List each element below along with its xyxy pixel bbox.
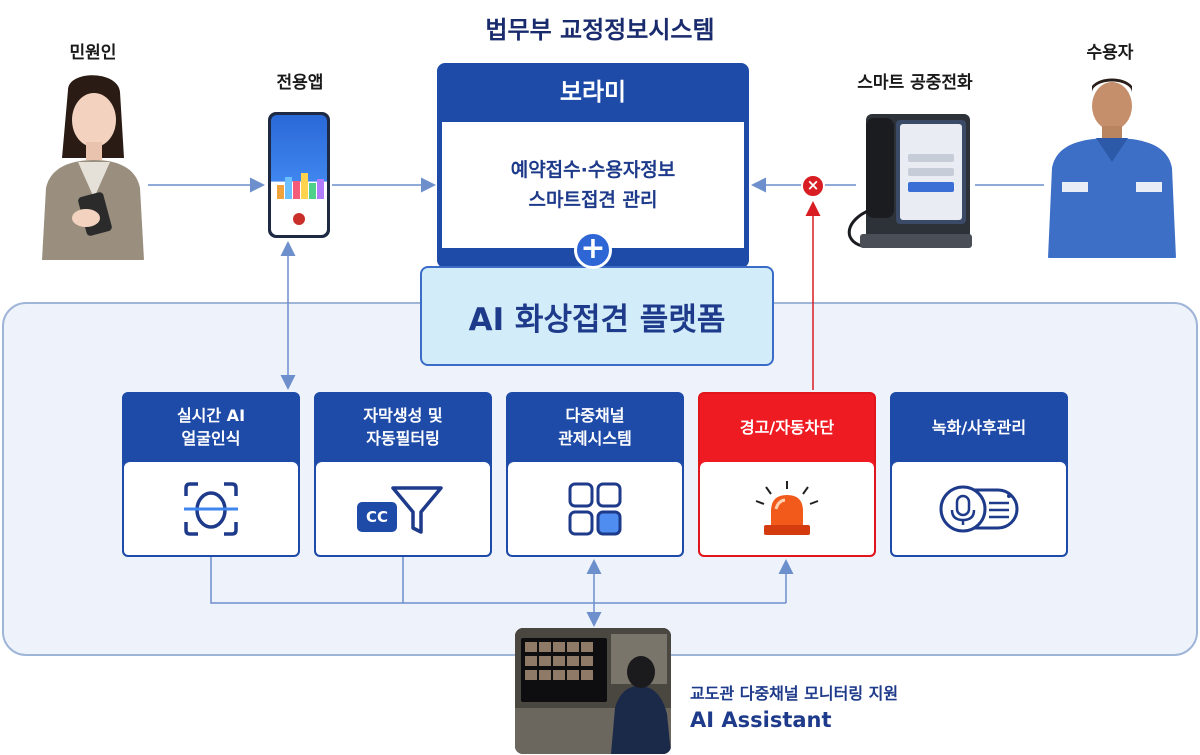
app-phone-icon: [268, 112, 330, 238]
page-title: 법무부 교정정보시스템: [485, 16, 715, 44]
module-label: 경고/자동차단: [739, 417, 835, 437]
inmate-person-icon: [1044, 72, 1180, 258]
smart-phone-label: 스마트 공중전화: [857, 73, 973, 93]
alarm-siren-icon: [755, 480, 819, 535]
module-multichannel: 다중채널 관제시스템: [506, 392, 684, 557]
officer-monitoring-photo: [515, 628, 671, 754]
module-label: 녹화/사후관리: [931, 417, 1027, 437]
assistant-caption: 교도관 다중채널 모니터링 지원: [690, 684, 899, 703]
app-label: 전용앱: [276, 73, 324, 93]
filter-funnel-icon: [391, 485, 443, 534]
borami-line2: 스마트접견 관리: [528, 189, 658, 211]
ai-platform-box: AI 화상접견 플랫폼: [420, 266, 774, 366]
blocked-icon: ×: [801, 174, 825, 198]
borami-body: 예약접수·수용자정보 스마트접견 관리: [442, 122, 744, 248]
cc-badge: CC: [357, 501, 397, 532]
plus-icon: +: [574, 231, 612, 269]
module-alert-block: 경고/자동차단: [698, 392, 876, 557]
module-face-recognition: 실시간 AI 얼굴인식: [122, 392, 300, 557]
inmate-label: 수용자: [1086, 43, 1134, 63]
module-caption-filter: 자막생성 및 자동필터링 CC: [314, 392, 492, 557]
borami-title: 보라미: [559, 78, 627, 106]
smart-public-phone-icon: [847, 114, 972, 248]
microphone-record-icon: [939, 485, 1019, 532]
module-label: 다중채널 관제시스템: [558, 406, 632, 448]
module-label: 자막생성 및 자동필터링: [363, 406, 443, 448]
line-bottom-bus: [210, 557, 786, 604]
face-scan-icon: [184, 481, 238, 536]
borami-line1: 예약접수·수용자정보: [510, 159, 676, 181]
civilian-label: 민원인: [69, 43, 117, 63]
module-recording: 녹화/사후관리: [890, 392, 1068, 557]
assistant-title: AI Assistant: [690, 708, 832, 732]
grid-icon: [568, 482, 622, 535]
civilian-person-icon: [36, 68, 148, 260]
module-label: 실시간 AI 얼굴인식: [176, 406, 246, 448]
